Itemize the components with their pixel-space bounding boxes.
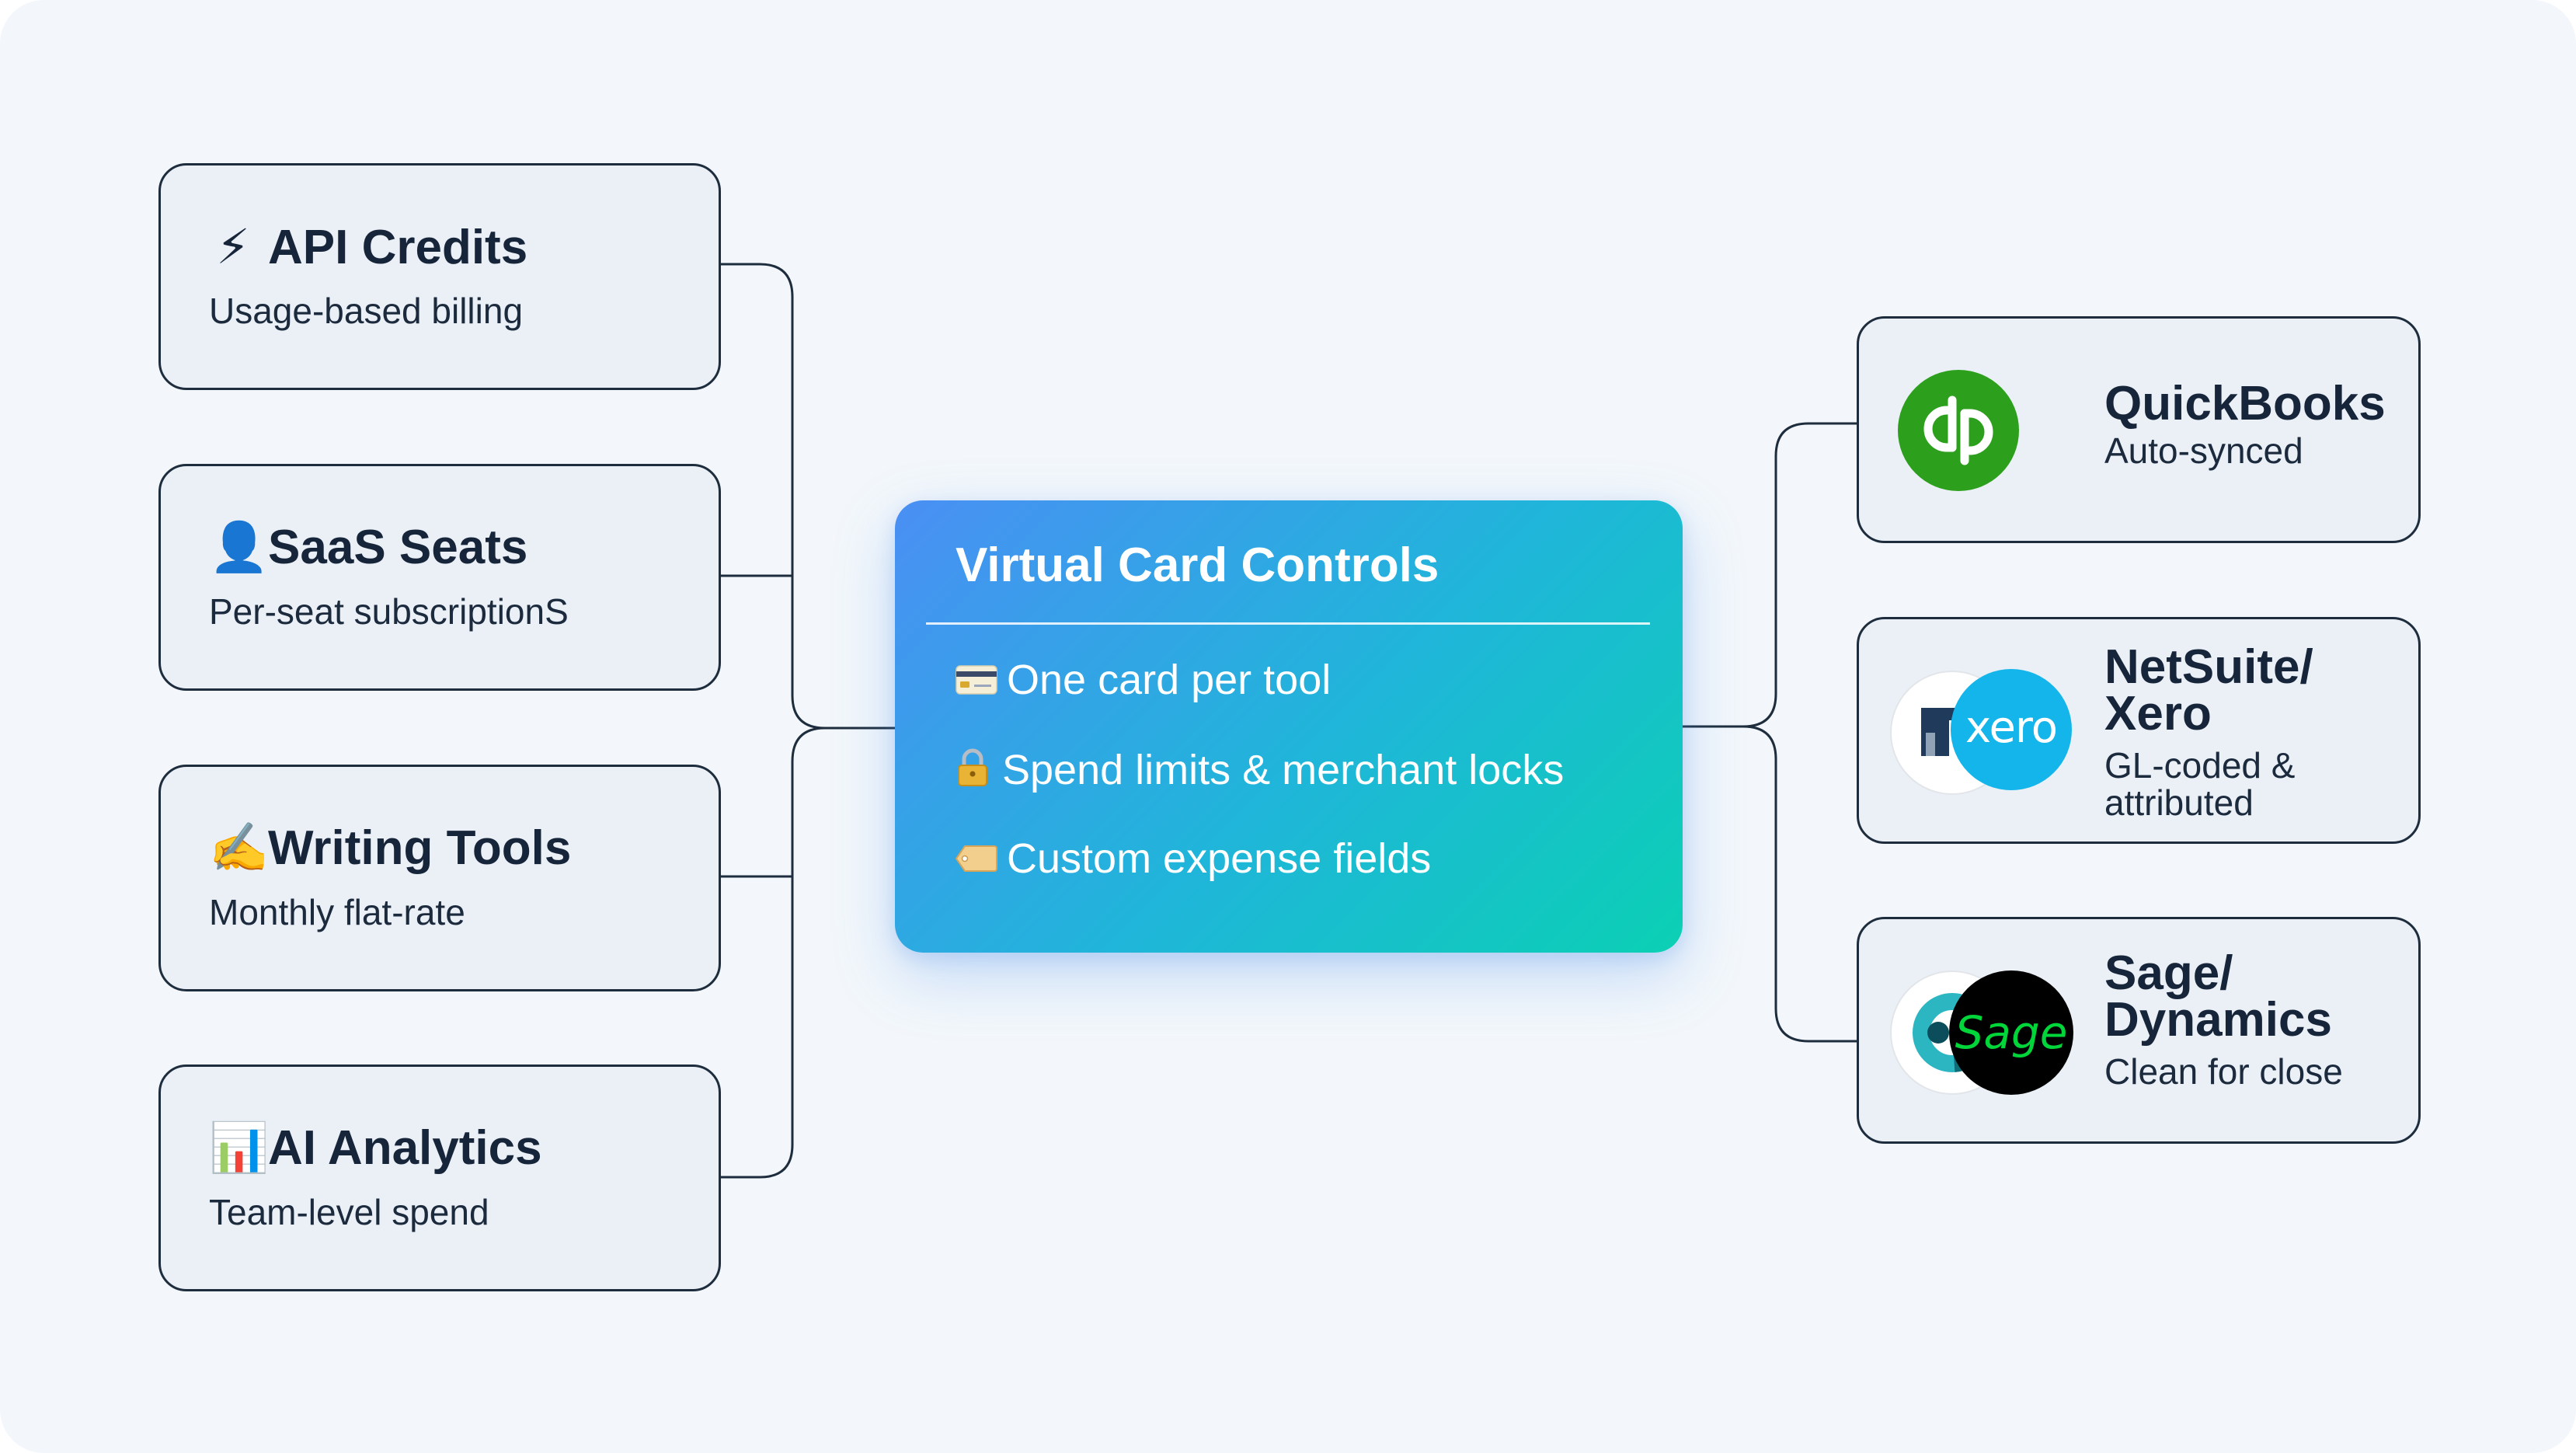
feature-text: One card per tool — [1007, 657, 1332, 703]
connector-netsuite-xero — [1742, 725, 1857, 1043]
tag-icon — [955, 835, 997, 883]
integration-subtitle: Clean for close — [2104, 1051, 2343, 1092]
xero-wordmark: xero — [1965, 702, 2058, 753]
integration-title: NetSuite/ Xero — [2104, 640, 2313, 740]
tool-card-writing-tools: ✍️Writing Tools Monthly flat-rate — [158, 765, 721, 991]
integration-card-netsuite-xero: xero NetSuite/ Xero GL-coded & attribute… — [1857, 617, 2421, 844]
tool-title: SaaS Seats — [268, 521, 528, 574]
feature-one-card-per-tool: One card per tool — [956, 656, 1331, 704]
lock-icon — [956, 746, 990, 794]
integration-subtitle: GL-coded & attributed — [2104, 745, 2296, 823]
virtual-card-controls-panel: Virtual Card Controls One card per tool — [895, 500, 1683, 953]
quickbooks-logo — [1898, 370, 2019, 491]
sage-wordmark: Sage — [1955, 1006, 2068, 1059]
credit-card-icon — [956, 656, 997, 704]
writing-hand-icon: ✍️ — [209, 821, 270, 875]
integration-card-quickbooks: QuickBooks Auto-synced — [1857, 316, 2421, 543]
sage-logo: Sage — [1949, 970, 2073, 1095]
connector-api-credits — [721, 263, 895, 730]
integration-title: QuickBooks — [2104, 377, 2386, 430]
panel-title: Virtual Card Controls — [956, 538, 1439, 592]
lightning-icon: ⚡ — [216, 221, 250, 274]
integration-title: Sage/ Dynamics — [2104, 946, 2332, 1047]
panel-divider — [926, 622, 1650, 625]
xero-logo: xero — [1951, 669, 2072, 790]
connector-quickbooks — [1683, 422, 1857, 728]
integration-subtitle: Auto-synced — [2104, 430, 2303, 471]
feature-text: Spend limits & merchant locks — [1002, 747, 1565, 793]
tool-card-saas-seats: 👤SaaS Seats Per-seat subscriptionS — [158, 464, 721, 691]
tool-title: Writing Tools — [268, 821, 572, 875]
bar-chart-icon: 📊 — [209, 1121, 270, 1175]
tool-card-api-credits: ⚡ API Credits Usage-based billing — [158, 163, 721, 390]
tool-subtitle: Usage-based billing — [209, 291, 524, 331]
feature-spend-limits: Spend limits & merchant locks — [956, 746, 1564, 794]
tool-subtitle: Per-seat subscriptionS — [209, 591, 569, 632]
connector-ai-analytics — [721, 726, 826, 1179]
tool-title: AI Analytics — [268, 1121, 542, 1175]
feature-custom-expense-fields: Custom expense fields — [955, 835, 1432, 883]
tool-title: API Credits — [268, 221, 528, 274]
tool-subtitle: Team-level spend — [209, 1192, 489, 1232]
tool-card-ai-analytics: 📊AI Analytics Team-level spend — [158, 1064, 721, 1291]
person-icon: 👤 — [209, 521, 270, 574]
feature-text: Custom expense fields — [1007, 835, 1432, 882]
tool-subtitle: Monthly flat-rate — [209, 892, 465, 932]
integration-card-sage-dynamics: Sage Sage/ Dynamics Clean for close — [1857, 917, 2421, 1144]
